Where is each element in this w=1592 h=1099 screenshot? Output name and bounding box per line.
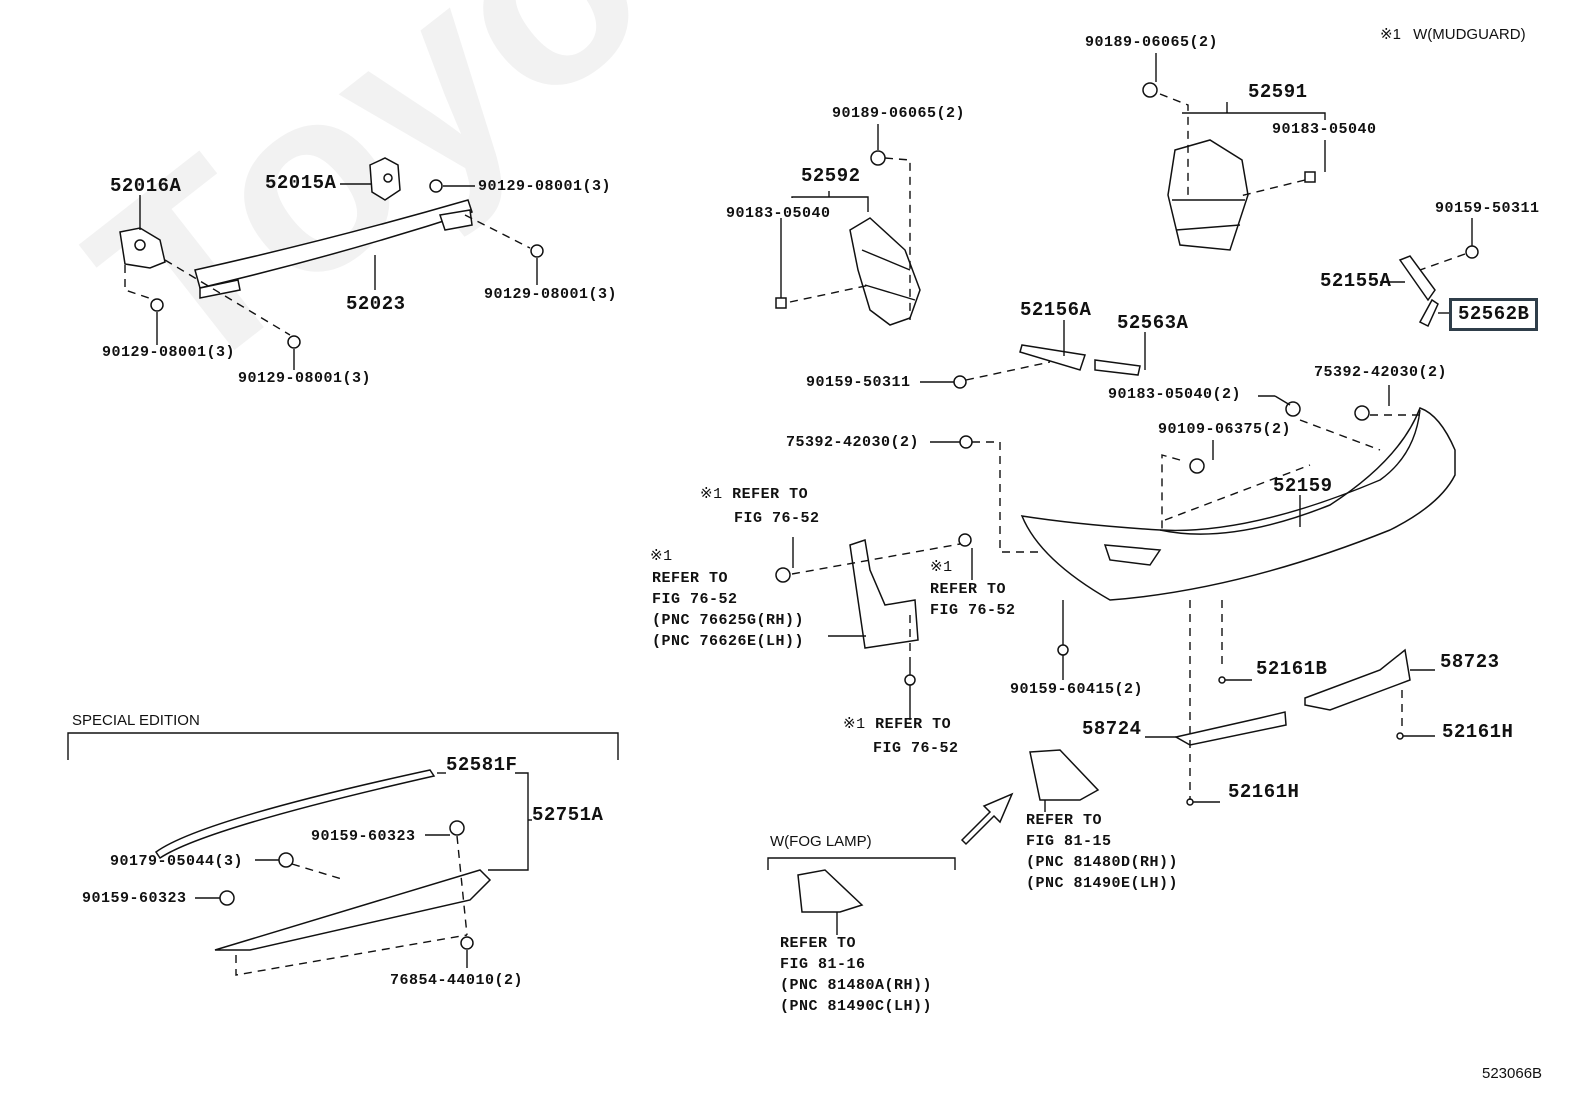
bracket-52015A[interactable] [369,157,401,201]
ref-mudguard-right[interactable]: REFER TO FIG 76-52 [930,581,1016,619]
leaders-52591 [1142,53,1326,200]
ref-mudguard-bottom-fig[interactable]: FIG 76-52 [873,740,959,757]
ref-text[interactable]: REFER TO [732,486,809,503]
ref-marker: ※1 [700,486,723,503]
group-title-special-edition: SPECIAL EDITION [72,712,200,729]
part-label-52156A[interactable]: 52156A [1020,299,1092,321]
leaders-52155A [1380,218,1479,314]
part-label-90129-08001[interactable]: 90129-08001(3) [102,344,236,361]
fog-lamp-cover-81480A[interactable] [797,869,864,913]
spacer-52562B[interactable] [1418,298,1439,328]
reinforcement-52023[interactable] [194,199,473,299]
leaders-fog [767,800,1046,935]
part-label-75392-42030[interactable]: 75392-42030(2) [786,434,920,451]
part-label-58724[interactable]: 58724 [1082,718,1142,740]
leaders-left [124,183,538,370]
part-label-52581F[interactable]: 52581F [446,754,518,776]
part-label-52161B[interactable]: 52161B [1256,658,1328,680]
leaders-special [195,772,532,976]
diffuser-52751A[interactable] [214,869,492,951]
part-label-52562B-highlighted[interactable]: 52562B [1448,298,1539,331]
legend-text: W(MUDGUARD) [1413,26,1526,43]
part-label-90183-05040[interactable]: 90183-05040 [1272,121,1377,138]
ref-mudguard-bottom: ※1 REFER TO [843,717,951,732]
group-title-fog-lamp: W(FOG LAMP) [770,833,872,850]
leaders-52592 [775,124,911,320]
part-label-52161H[interactable]: 52161H [1442,721,1514,743]
part-label-52161H[interactable]: 52161H [1228,781,1300,803]
ref-fog-lamp-81-16[interactable]: REFER TO FIG 81-16 (PNC 81480A(RH)) (PNC… [780,935,933,1015]
ref-marker: ※1 [650,548,673,565]
ref-mudguard-left[interactable]: REFER TO FIG 76-52 (PNC 76625G(RH)) (PNC… [652,570,805,650]
part-label-90179-05044[interactable]: 90179-05044(3) [110,853,244,870]
mudguard-76625G[interactable] [849,539,919,649]
part-label-90189-06065[interactable]: 90189-06065(2) [832,105,966,122]
legend-mudguard: ※1 W(MUDGUARD) [1380,27,1526,42]
bracket-52155A[interactable] [1398,255,1436,302]
leaders-retainers [920,320,1146,389]
special-edition-bracket [67,732,619,760]
part-label-76854-44010[interactable]: 76854-44010(2) [390,972,524,989]
bracket-52016A[interactable] [119,227,166,269]
cover-58724[interactable] [1173,711,1287,746]
part-label-90159-60323[interactable]: 90159-60323 [82,890,187,907]
part-label-90109-06375[interactable]: 90109-06375(2) [1158,421,1292,438]
retainer-52563A[interactable] [1094,359,1141,376]
legend-marker: ※1 [1380,26,1401,43]
garnish-52581F[interactable] [154,769,436,860]
part-label-52751A[interactable]: 52751A [532,804,604,826]
cover-58723[interactable] [1304,648,1411,711]
ref-fog-lamp-81-15[interactable]: REFER TO FIG 81-15 (PNC 81480D(RH)) (PNC… [1026,812,1179,892]
part-label-90159-60323[interactable]: 90159-60323 [311,828,416,845]
ref-mudguard-top: ※1 REFER TO [700,487,808,502]
retainer-52156A[interactable] [1019,344,1086,371]
part-label-52159[interactable]: 52159 [1273,475,1333,497]
bolt-icons-90129 [150,179,544,349]
part-label-52023[interactable]: 52023 [346,293,406,315]
part-label-75392-42030[interactable]: 75392-42030(2) [1314,364,1448,381]
part-label-52016A[interactable]: 52016A [110,175,182,197]
leaders-covers [1145,600,1435,806]
part-label-52592[interactable]: 52592 [801,165,861,187]
figure-id: 523066B [1482,1065,1543,1082]
leaders-52159 [930,385,1420,680]
part-label-52563A[interactable]: 52563A [1117,312,1189,334]
ref-mudguard-top-fig[interactable]: FIG 76-52 [734,510,820,527]
part-label-52155A[interactable]: 52155A [1320,270,1392,292]
part-label-52591[interactable]: 52591 [1248,81,1308,103]
splash-shield-52591[interactable] [1167,139,1249,251]
part-label-90189-06065[interactable]: 90189-06065(2) [1085,34,1219,51]
part-label-90129-08001[interactable]: 90129-08001(3) [478,178,612,195]
part-label-90183-05040[interactable]: 90183-05040(2) [1108,386,1242,403]
part-label-90159-60415[interactable]: 90159-60415(2) [1010,681,1144,698]
arrow-icon [960,792,1014,846]
ref-marker: ※1 [843,716,866,733]
part-label-90129-08001[interactable]: 90129-08001(3) [484,286,618,303]
fog-lamp-cover-81480D[interactable] [1029,749,1100,801]
part-label-90129-08001[interactable]: 90129-08001(3) [238,370,372,387]
part-label-90159-50311[interactable]: 90159-50311 [806,374,911,391]
bumper-cover-52159[interactable] [1020,407,1456,601]
leaders-mudflap [775,533,973,720]
part-label-90183-05040[interactable]: 90183-05040 [726,205,831,222]
part-label-58723[interactable]: 58723 [1440,651,1500,673]
ref-marker: ※1 [930,559,953,576]
ref-text[interactable]: REFER TO [875,716,952,733]
part-label-52015A[interactable]: 52015A [265,172,337,194]
part-label-90159-50311[interactable]: 90159-50311 [1435,200,1540,217]
